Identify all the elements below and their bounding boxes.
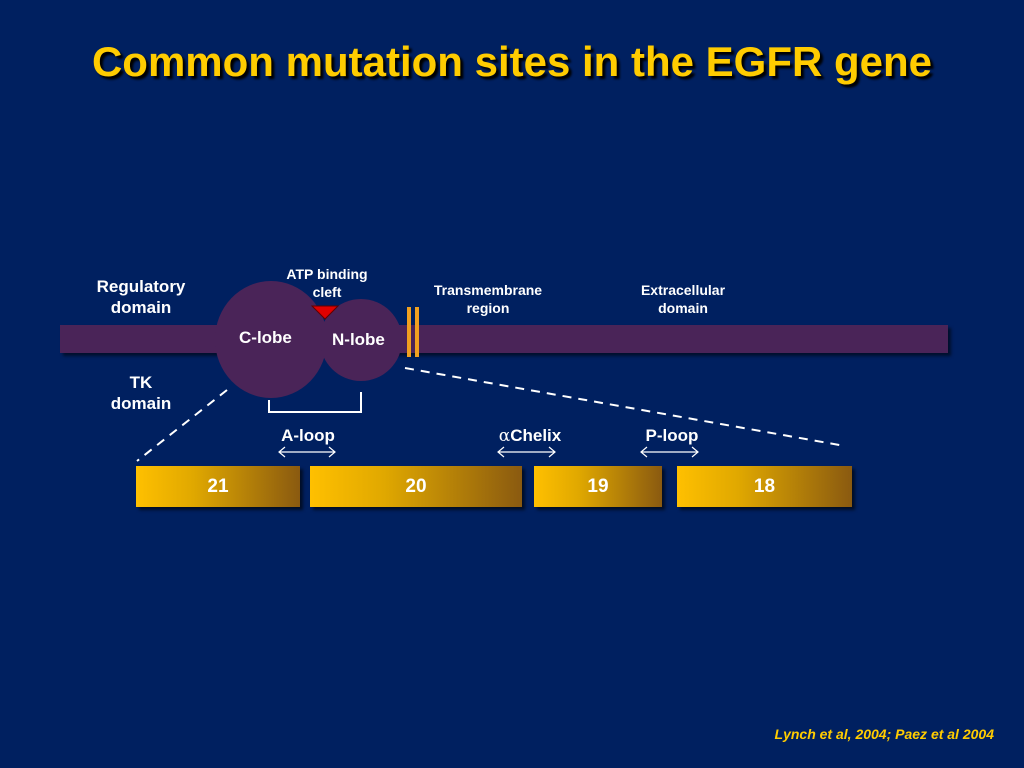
citation: Lynch et al, 2004; Paez et al 2004 bbox=[774, 726, 994, 742]
n-lobe-label: N-lobe bbox=[332, 330, 385, 349]
atp-binding-cleft-label: ATP binding cleft bbox=[286, 266, 368, 300]
c-helix-arrow-icon bbox=[497, 446, 556, 458]
atp-cleft-marker-icon bbox=[310, 305, 340, 320]
slide-title: Common mutation sites in the EGFR gene bbox=[91, 38, 933, 85]
exon-19: 19 bbox=[534, 466, 662, 507]
a-loop-arrow-icon bbox=[278, 446, 336, 458]
transmembrane-line-1 bbox=[407, 307, 411, 357]
c-helix-label: αChelix bbox=[480, 425, 580, 447]
a-loop-label: A-loop bbox=[281, 426, 335, 445]
c-lobe-label: C-lobe bbox=[239, 328, 292, 347]
egfr-protein-bar bbox=[60, 325, 948, 353]
c-lobe: C-lobe bbox=[215, 281, 327, 398]
tk-dashed-line-left bbox=[136, 389, 228, 462]
p-loop-label: P-loop bbox=[645, 426, 699, 445]
extracellular-domain-label: Extracellular domain bbox=[640, 282, 726, 316]
tk-dashed-line-right bbox=[404, 367, 846, 447]
exon-20: 20 bbox=[310, 466, 522, 507]
c-helix-text: Chelix bbox=[510, 426, 562, 445]
alpha-symbol: α bbox=[498, 426, 511, 446]
exon-21: 21 bbox=[136, 466, 300, 507]
transmembrane-line-2 bbox=[415, 307, 419, 357]
transmembrane-region-label: Transmembrane region bbox=[433, 282, 543, 316]
n-lobe: N-lobe bbox=[320, 299, 402, 381]
a-loop-bracket bbox=[268, 392, 362, 413]
regulatory-domain-label: Regulatory domain bbox=[96, 277, 186, 318]
p-loop-arrow-icon bbox=[640, 446, 699, 458]
tk-domain-label: TK domain bbox=[110, 373, 172, 414]
exon-18: 18 bbox=[677, 466, 852, 507]
